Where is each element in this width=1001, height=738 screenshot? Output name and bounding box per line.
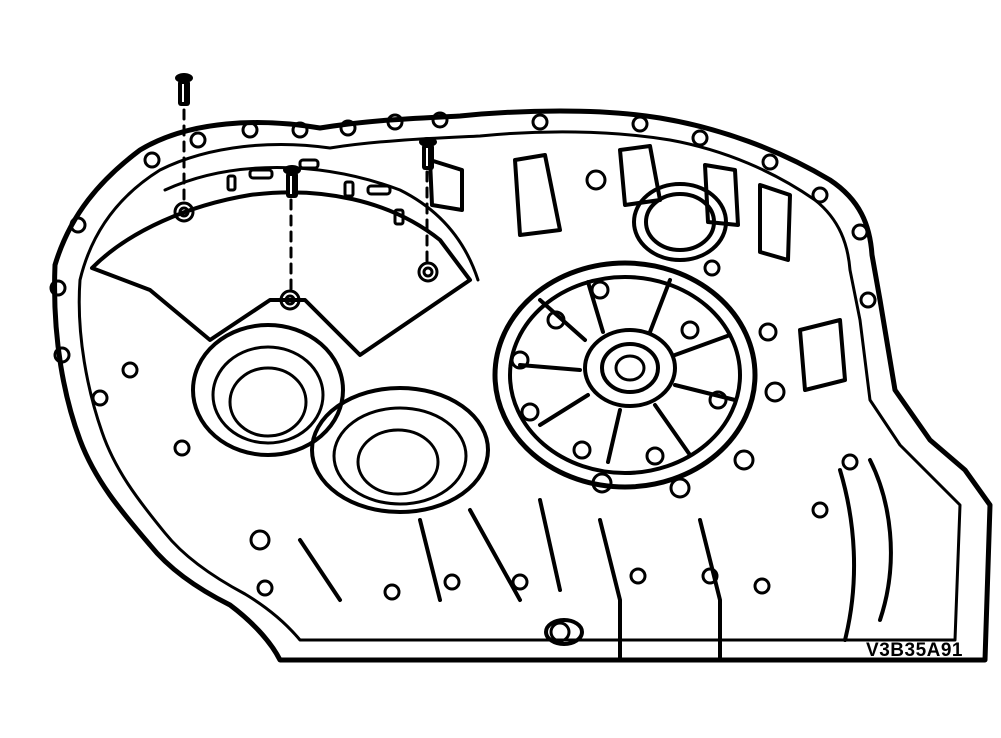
bolt-2-icon [283, 165, 301, 198]
bolt-callout-lines [182, 108, 429, 294]
upper-ribs [428, 144, 792, 262]
flange-bolt-holes [49, 111, 877, 643]
left-bearing-bore [191, 323, 345, 457]
case-flange-outline [52, 108, 993, 663]
bolts [175, 73, 437, 198]
bolt-3-icon [419, 137, 437, 170]
case-inner-rim [77, 130, 962, 642]
differential-cover-bolts [510, 280, 778, 499]
center-bearing-bore [310, 386, 490, 514]
baffle-bolt-holes [173, 201, 439, 311]
baffle-slots [226, 158, 405, 226]
figure-code: V3B35A91 [866, 640, 963, 661]
lower-ribs [298, 318, 893, 662]
bolt-1-icon [175, 73, 193, 106]
